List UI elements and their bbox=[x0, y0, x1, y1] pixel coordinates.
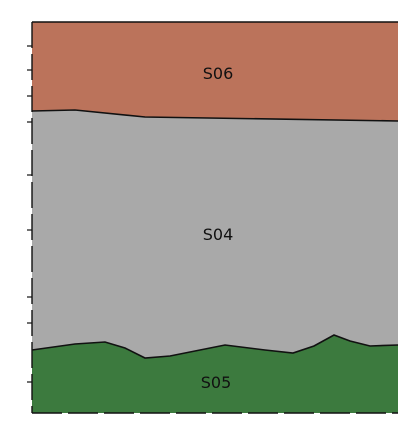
boundary-s04-s05 bbox=[31, 334, 398, 359]
boundary-s06-s04 bbox=[31, 109, 398, 122]
label-s05: S05 bbox=[201, 373, 232, 392]
layer-s04 bbox=[32, 110, 398, 358]
left-ticks bbox=[27, 45, 32, 383]
label-s04: S04 bbox=[203, 225, 234, 244]
layer-s05 bbox=[32, 335, 398, 413]
label-s06: S06 bbox=[203, 64, 234, 83]
layer-s06 bbox=[32, 22, 398, 121]
